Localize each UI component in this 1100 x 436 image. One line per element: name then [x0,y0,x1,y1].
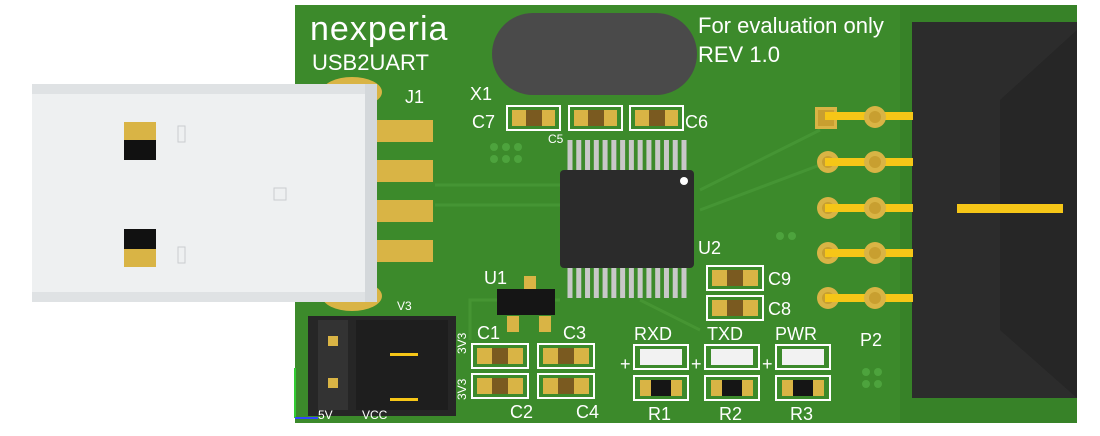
led-polarity-plus-2: + [691,354,702,374]
usb-a-plug [32,84,377,302]
c3-label: C3 [563,323,586,343]
main-ic-pins [567,140,687,298]
vias [490,143,882,388]
c5-label: C5 [548,132,564,146]
ic-pin-top [655,140,661,172]
regulator-u1 [497,276,555,332]
pwr-label: PWR [775,324,817,344]
r2-label: R2 [719,404,742,424]
3v3-label-a: 3V3 [455,332,469,354]
j1-label: J1 [405,87,424,107]
ic-pin-bottom [567,266,573,298]
ic-pin-top [646,140,652,172]
pin1-marker [680,177,688,185]
v3-label: V3 [397,299,412,313]
ic-pin-bottom [646,266,652,298]
product-name: USB2UART [312,50,429,75]
r1-label: R1 [648,404,671,424]
copper-traces [435,128,821,340]
5v-label: 5V [318,408,333,422]
led-polarity-plus-1: + [620,354,631,374]
ic-pin-bottom [637,266,643,298]
3v3-label-b: 3V3 [455,378,469,400]
ic-pin-bottom [681,266,687,298]
u1-label: U1 [484,268,507,288]
txd-label: TXD [707,324,743,344]
capacitor-row-top [506,105,684,131]
ic-pin-top [620,140,626,172]
c8-label: C8 [768,299,791,319]
ic-pin-bottom [672,266,678,298]
ic-pin-bottom [655,266,661,298]
capacitors-c9-c8 [706,265,764,321]
c9-label: C9 [768,269,791,289]
led-polarity-plus-3: + [762,354,773,374]
ic-pin-bottom [593,266,599,298]
ic-pin-bottom [576,266,582,298]
main-ic-u2 [560,170,694,268]
ic-pin-top [663,140,669,172]
crystal-x1 [492,13,697,95]
rxd-label: RXD [634,324,672,344]
ic-pin-top [672,140,678,172]
c7-label: C7 [472,112,495,132]
ic-pin-top [585,140,591,172]
p2-label: P2 [860,330,882,350]
ic-pin-bottom [628,266,634,298]
c6-label: C6 [685,112,708,132]
ic-pin-top [637,140,643,172]
c1-label: C1 [477,323,500,343]
ic-pin-top [628,140,634,172]
ic-pin-bottom [611,266,617,298]
ic-pin-bottom [585,266,591,298]
ic-pin-top [602,140,608,172]
c2-label: C2 [510,402,533,422]
x1-label: X1 [470,84,492,104]
capacitors-c1-c4 [471,343,595,399]
u2-label: U2 [698,238,721,258]
ic-pin-top [567,140,573,172]
ic-pin-top [611,140,617,172]
vcc-label: VCC [362,408,388,422]
header-pin-inner [957,204,1063,213]
r3-label: R3 [790,404,813,424]
voltage-jumper [308,316,456,416]
ic-pin-top [576,140,582,172]
header-p2-pins [815,106,913,309]
ic-pin-bottom [602,266,608,298]
ic-pin-bottom [620,266,626,298]
evaluation-notice: For evaluation only [698,13,884,38]
ic-pin-bottom [663,266,669,298]
axis-gizmo [294,368,318,419]
c4-label: C4 [576,402,599,422]
ic-pin-top [593,140,599,172]
ic-pin-top [681,140,687,172]
brand-logo: nexperia [310,10,448,48]
revision-label: REV 1.0 [698,42,780,67]
led-resistor-block [633,344,831,401]
